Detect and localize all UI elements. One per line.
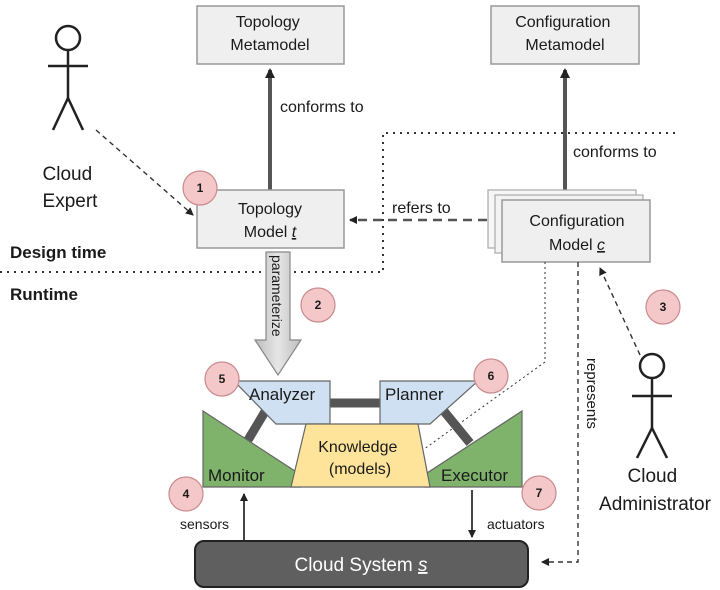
step-2-label: 2 [315, 298, 322, 312]
parameterize-arrow [253, 251, 303, 377]
admin-to-config-arrow [599, 267, 641, 356]
topology-metamodel-label: Topology Metamodel [230, 14, 309, 54]
topology-metamodel-line2: Metamodel [230, 37, 309, 54]
step-5-label: 5 [219, 372, 226, 386]
cloud-admin-line1: Cloud [628, 466, 678, 487]
cloud-admin-figure [632, 352, 672, 459]
cloud-expert-figure [48, 24, 88, 131]
config-metamodel-box [490, 5, 640, 65]
conforms-to-label-1: conforms to [280, 99, 364, 116]
topology-metamodel-box [196, 5, 345, 65]
step-7: 7 [521, 475, 557, 511]
refers-to-label: refers to [392, 200, 451, 217]
analyzer-monitor-connector [244, 407, 270, 443]
sensors-label: sensors [180, 516, 229, 532]
step-1: 1 [182, 170, 218, 206]
config-metamodel-line2: Metamodel [525, 37, 604, 54]
step-1-label: 1 [197, 181, 204, 195]
conforms-to-label-2: conforms to [573, 144, 657, 161]
step-7-label: 7 [536, 486, 543, 500]
step-2: 2 [300, 287, 336, 323]
parameterize-label: parameterize [269, 255, 285, 337]
monitor-label: Monitor [208, 466, 265, 485]
cloud-expert-line2: Expert [43, 191, 99, 212]
topology-model-box [196, 189, 345, 249]
cloud-expert-line1: Cloud [43, 164, 93, 185]
topology-model-line1: Topology [238, 201, 302, 218]
planner-executor-connector [439, 407, 474, 446]
executor-label: Executor [441, 466, 508, 485]
represents-arrow [541, 262, 579, 566]
knowledge-block [290, 423, 431, 488]
knowledge-label: Knowledge (models) [318, 439, 402, 478]
step-3: 3 [645, 289, 681, 325]
topology-model-word: Model [244, 224, 288, 241]
step-4-label: 4 [183, 487, 190, 501]
config-model-line1: Configuration [529, 213, 624, 230]
step-6-label: 6 [488, 369, 495, 383]
cloud-system-box [194, 540, 529, 588]
design-time-label: Design time [10, 243, 106, 262]
topology-model-var: t [292, 224, 297, 241]
step-6: 6 [473, 358, 509, 394]
step-4: 4 [168, 476, 204, 512]
actuators-label: actuators [487, 516, 545, 532]
analyzer-label: Analyzer [249, 385, 315, 404]
step-3-label: 3 [660, 300, 667, 314]
step-5: 5 [204, 361, 240, 397]
knowledge-config-link [394, 262, 546, 471]
expert-to-topology-arrow [95, 129, 194, 216]
topology-model-line2: Model t [244, 224, 297, 241]
cloud-expert-label: Cloud Expert [43, 164, 99, 212]
planner-label: Planner [385, 385, 444, 404]
config-metamodel-line1: Configuration [515, 14, 610, 31]
knowledge-line1: Knowledge [318, 439, 397, 456]
planner-block [379, 380, 480, 425]
cloud-system-var: s [418, 555, 428, 576]
cloud-admin-line2: Administrator [599, 494, 712, 515]
config-metamodel-label: Configuration Metamodel [515, 14, 615, 54]
config-model-var: c [597, 237, 605, 254]
knowledge-line2: (models) [329, 461, 391, 478]
cloud-admin-label: Cloud Administrator [599, 466, 712, 515]
topology-model-label: Topology [238, 201, 302, 218]
config-model-line2: Model c [549, 237, 605, 254]
cloud-system-name: Cloud System [294, 555, 412, 576]
runtime-label: Runtime [10, 285, 78, 304]
cloud-system-label: Cloud System s [294, 555, 428, 576]
config-model-word: Model [549, 237, 593, 254]
config-model-box [501, 199, 651, 263]
topology-metamodel-line1: Topology [236, 14, 300, 31]
represents-label: represents [583, 358, 600, 429]
